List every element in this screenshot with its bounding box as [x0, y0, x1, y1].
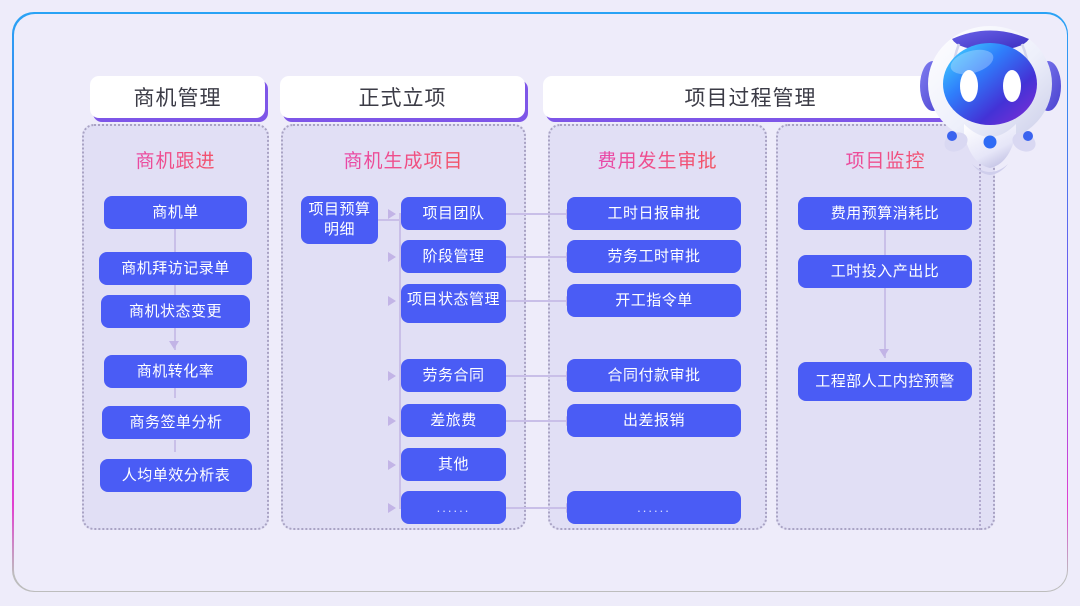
arrow-c2-6 [388, 460, 396, 470]
node-more-col2[interactable]: ...... [401, 491, 506, 524]
node-budget-consumption-ratio[interactable]: 费用预算消耗比 [798, 197, 972, 230]
panel-expense-approval [548, 124, 767, 530]
connector-c23-1 [506, 213, 568, 215]
connector-c2-trunk [399, 213, 401, 507]
node-opportunity-order[interactable]: 商机单 [104, 196, 247, 229]
node-engineering-labor-control-alert[interactable]: 工程部人工内控预警 [798, 362, 972, 401]
arrow-c2-4 [388, 371, 396, 381]
node-contract-payment-approval[interactable]: 合同付款审批 [567, 359, 741, 392]
node-project-budget-detail[interactable]: 项目预算明细 [301, 196, 378, 244]
node-more-col3[interactable]: ...... [567, 491, 741, 524]
connector-c4-1 [884, 230, 886, 255]
connector-c23-3 [506, 300, 568, 302]
connector-c23-2 [506, 256, 568, 258]
panel-title-expense-approval: 费用发生审批 [548, 146, 767, 173]
connector-c23-5 [506, 420, 568, 422]
node-phase-management[interactable]: 阶段管理 [401, 240, 506, 273]
node-labor-hour-io-ratio[interactable]: 工时投入产出比 [798, 255, 972, 288]
tab-formal-project-setup[interactable]: 正式立项 [280, 76, 525, 118]
arrow-c2-7 [388, 503, 396, 513]
node-travel-expense[interactable]: 差旅费 [401, 404, 506, 437]
panel-title-opportunity-tracking: 商机跟进 [82, 146, 269, 173]
node-labor-timesheet-approval[interactable]: 劳务工时审批 [567, 240, 741, 273]
panel-title-project-monitoring: 项目监控 [776, 146, 995, 173]
connector-c23-6 [506, 507, 568, 509]
connector-c1-1 [174, 229, 176, 259]
connector-c1-2 [174, 285, 176, 297]
panel-project-monitoring [776, 124, 995, 530]
connector-c4-2 [884, 288, 886, 358]
node-opportunity-visit-record[interactable]: 商机拜访记录单 [99, 252, 252, 285]
connector-c1-5 [174, 440, 176, 452]
node-travel-reimbursement[interactable]: 出差报销 [567, 404, 741, 437]
panel-title-opportunity-to-project: 商机生成项目 [281, 146, 526, 173]
tab-opportunity-management[interactable]: 商机管理 [90, 76, 265, 118]
node-work-start-order[interactable]: 开工指令单 [567, 284, 741, 317]
tab-project-process-management[interactable]: 项目过程管理 [543, 76, 958, 118]
robot-assistant-icon [912, 14, 1072, 184]
node-opportunity-conversion-rate[interactable]: 商机转化率 [104, 355, 247, 388]
arrow-c2-1 [388, 209, 396, 219]
connector-c1-3 [174, 327, 176, 350]
robot-tether-line [979, 140, 981, 530]
node-labor-contract[interactable]: 劳务合同 [401, 359, 506, 392]
arrow-c4-down [879, 349, 889, 357]
node-other[interactable]: 其他 [401, 448, 506, 481]
arrow-c2-3 [388, 296, 396, 306]
arrow-c2-5 [388, 416, 396, 426]
connector-c23-4 [506, 375, 568, 377]
arrow-c1-down [169, 341, 179, 349]
node-per-capita-efficiency-report[interactable]: 人均单效分析表 [100, 459, 252, 492]
node-timesheet-daily-approval[interactable]: 工时日报审批 [567, 197, 741, 230]
node-opportunity-status-change[interactable]: 商机状态变更 [101, 295, 250, 328]
node-project-status-management[interactable]: 项目状态管理 [401, 284, 506, 323]
node-business-signing-analysis[interactable]: 商务签单分析 [102, 406, 250, 439]
connector-c1-4 [174, 388, 176, 398]
node-project-team[interactable]: 项目团队 [401, 197, 506, 230]
connector-c2-root-out [378, 219, 400, 221]
arrow-c2-2 [388, 252, 396, 262]
